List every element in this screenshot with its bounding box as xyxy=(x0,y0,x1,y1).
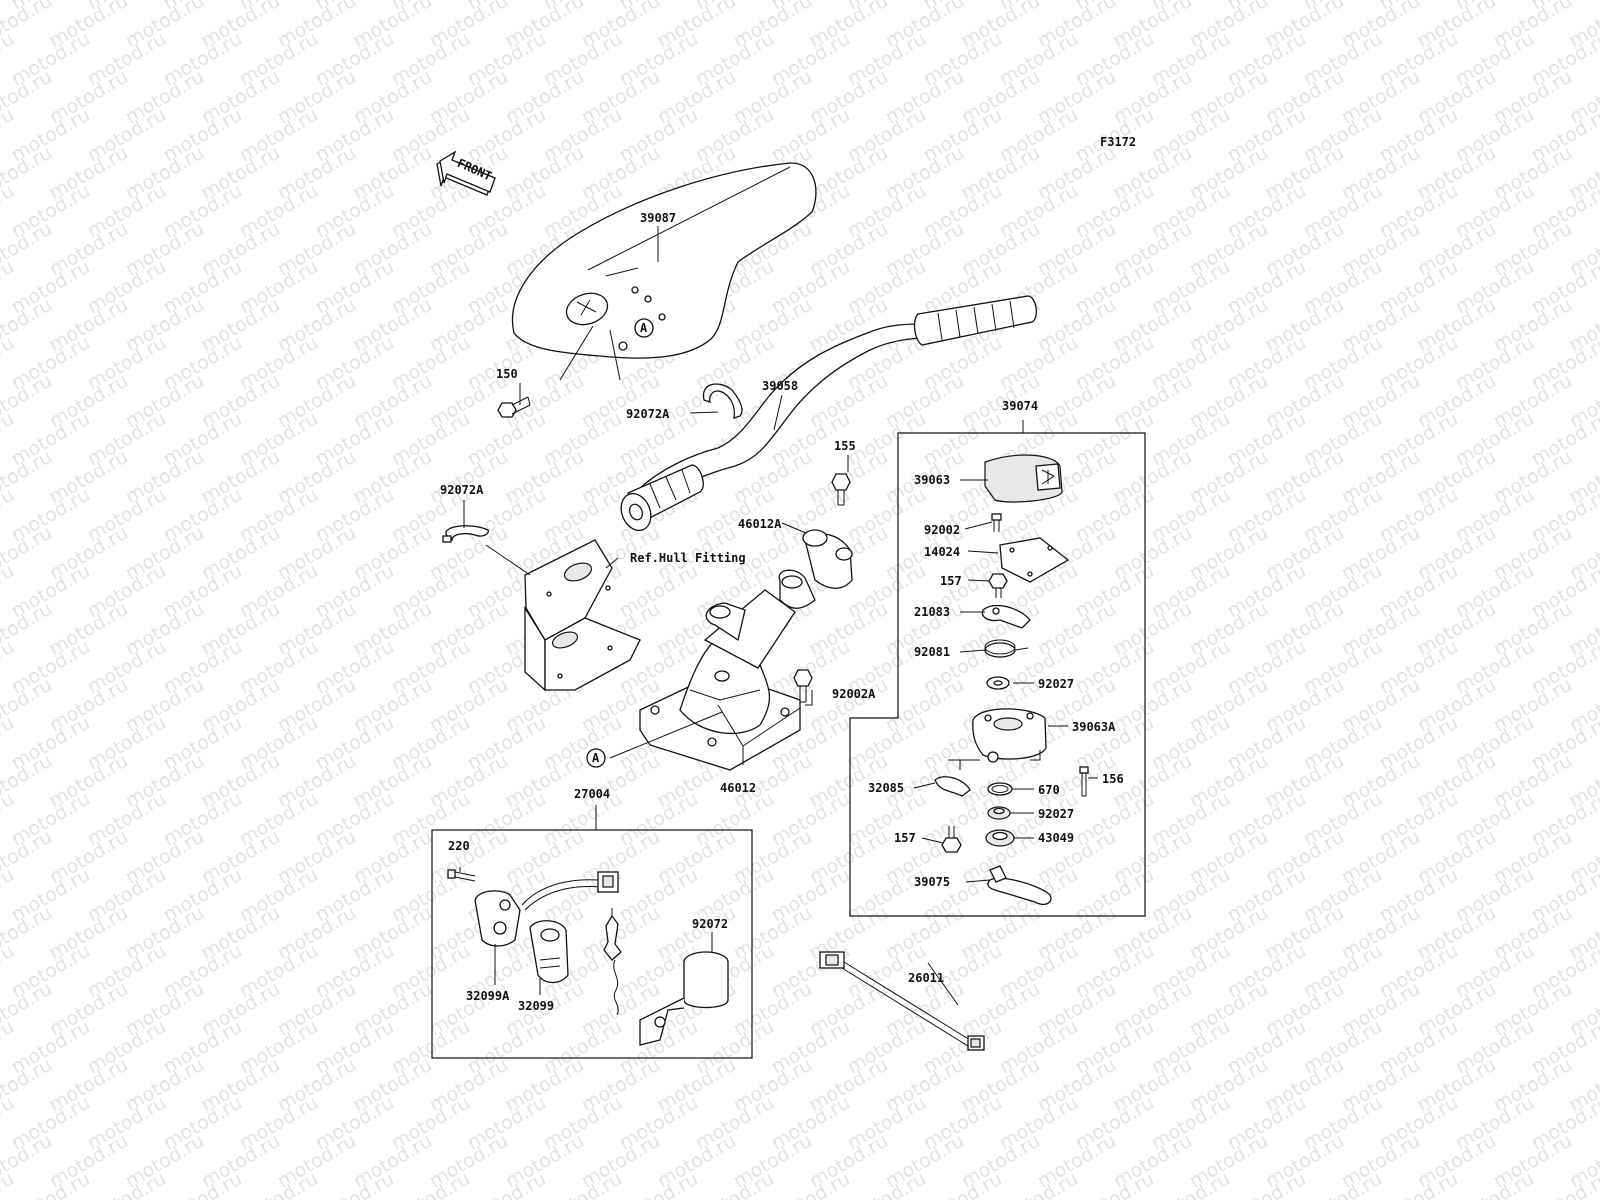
left-grip xyxy=(620,464,704,532)
label-92027-top: 92027 xyxy=(1038,677,1074,691)
lever-21083 xyxy=(981,604,1031,629)
label-39087: 39087 xyxy=(640,211,676,225)
case-39063a xyxy=(972,708,1047,763)
switch-cable xyxy=(521,871,619,911)
hull-fitting-bracket xyxy=(524,539,641,692)
cover-39087: A xyxy=(511,162,817,381)
right-grip xyxy=(913,295,1038,346)
leader-lines xyxy=(459,226,1098,1006)
label-92072: 92072 xyxy=(692,917,728,931)
part-labels: 39087 150 92072A 39058 92072A Ref.Hull F… xyxy=(440,211,1124,1013)
watermark-text: motod.ru xyxy=(0,1168,18,1200)
bolt-156 xyxy=(1079,766,1089,797)
screw-92002 xyxy=(991,513,1002,532)
steering-mount-46012 xyxy=(639,569,816,771)
label-43049: 43049 xyxy=(1038,831,1074,845)
label-39058: 39058 xyxy=(762,379,798,393)
holder-46012a xyxy=(802,529,853,589)
washer-92027-bottom xyxy=(987,806,1011,820)
label-157-top: 157 xyxy=(940,574,962,588)
band-92072 xyxy=(639,951,729,1046)
band-92072a-upper xyxy=(702,383,743,419)
switch-32099 xyxy=(529,920,569,984)
label-92081: 92081 xyxy=(914,645,950,659)
bolt-155 xyxy=(831,473,851,506)
wire-26011 xyxy=(819,951,985,1051)
label-220: 220 xyxy=(448,839,470,853)
label-14024: 14024 xyxy=(924,545,960,559)
label-39074: 39074 xyxy=(1002,399,1038,413)
label-92002: 92002 xyxy=(924,523,960,537)
label-156: 156 xyxy=(1102,772,1124,786)
label-39075: 39075 xyxy=(914,875,950,889)
label-32099a: 32099A xyxy=(466,989,510,1003)
label-92002a: 92002A xyxy=(832,687,876,701)
label-hull-fitting: Ref.Hull Fitting xyxy=(630,551,746,565)
oring-670 xyxy=(987,782,1013,796)
label-670: 670 xyxy=(1038,783,1060,797)
assembly-box-39074 xyxy=(849,432,1146,917)
gasket-14024 xyxy=(999,537,1070,583)
lanyard-clip xyxy=(603,914,622,1016)
bolt-150 xyxy=(497,396,531,418)
label-39063: 39063 xyxy=(914,473,950,487)
handlebar-39058 xyxy=(620,295,1038,532)
label-32099: 32099 xyxy=(518,999,554,1013)
band-92072a-lower xyxy=(442,525,489,543)
label-157-bottom: 157 xyxy=(894,831,916,845)
label-46012a: 46012A xyxy=(738,517,782,531)
bolt-157-top xyxy=(988,573,1008,598)
label-150: 150 xyxy=(496,367,518,381)
label-26011: 26011 xyxy=(908,971,944,985)
label-92072a-upper: 92072A xyxy=(626,407,670,421)
label-27004: 27004 xyxy=(574,787,610,801)
washer-92027-top xyxy=(986,676,1010,690)
label-21083: 21083 xyxy=(914,605,950,619)
label-92072a-lower: 92072A xyxy=(440,483,484,497)
lever-39075 xyxy=(987,865,1052,906)
label-92027-bottom: 92027 xyxy=(1038,807,1074,821)
figure-code: F3172 xyxy=(1100,135,1136,149)
label-155: 155 xyxy=(834,439,856,453)
svg-text:A: A xyxy=(592,751,600,765)
assembly-box-27004 xyxy=(431,829,753,1059)
label-46012: 46012 xyxy=(720,781,756,795)
screw-220 xyxy=(447,869,476,882)
plate-32085 xyxy=(934,776,971,797)
bolt-157-bottom xyxy=(941,826,962,853)
seal-43049 xyxy=(985,829,1015,847)
switch-32099a xyxy=(474,890,521,947)
ref-marker-a-bottom: A xyxy=(586,748,606,768)
bolt-92002a xyxy=(793,669,813,703)
ref-marker-a-top: A xyxy=(640,321,648,335)
label-39063a: 39063A xyxy=(1072,720,1116,734)
label-32085: 32085 xyxy=(868,781,904,795)
cap-39063 xyxy=(984,454,1063,503)
